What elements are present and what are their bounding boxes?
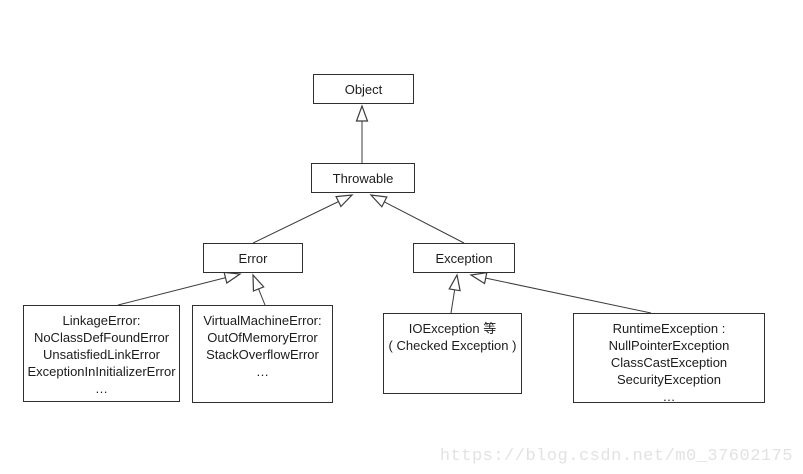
class-box-error: Error: [203, 243, 303, 273]
class-line: NoClassDefFoundError: [33, 330, 170, 345]
class-line: VirtualMachineError:: [203, 313, 322, 328]
class-line: ( Checked Exception ): [388, 338, 517, 353]
class-box-exception: Exception: [413, 243, 515, 273]
class-line: RuntimeException :: [612, 321, 726, 336]
class-line: StackOverflowError: [206, 347, 319, 362]
class-box-object: Object: [313, 74, 414, 104]
class-label-throwable: Throwable: [332, 170, 394, 186]
class-box-io-exception: IOException 等 ( Checked Exception ): [383, 313, 522, 394]
class-label-error: Error: [238, 250, 268, 266]
class-line: …: [256, 364, 269, 379]
csdn-watermark: https://blog.csdn.net/m0_37602175: [439, 447, 793, 466]
class-line: IOException 等: [408, 321, 497, 336]
class-line: ExceptionInInitializerError: [27, 364, 176, 379]
class-line: UnsatisfiedLinkError: [42, 347, 161, 362]
class-line: ClassCastException: [610, 355, 728, 370]
class-label-object: Object: [344, 81, 383, 97]
class-line: SecurityException: [616, 372, 722, 387]
class-box-throwable: Throwable: [311, 163, 415, 193]
class-box-runtime-exception: RuntimeException : NullPointerException …: [573, 313, 765, 404]
class-line: …: [95, 381, 108, 396]
class-line: NullPointerException: [608, 338, 730, 353]
class-box-virtual-machine-error: VirtualMachineError: OutOfMemoryError St…: [192, 305, 333, 403]
class-line: …: [662, 389, 676, 404]
class-box-linkage-error: LinkageError: NoClassDefFoundError Unsat…: [23, 305, 180, 402]
class-label-exception: Exception: [435, 250, 493, 266]
class-line: OutOfMemoryError: [207, 330, 318, 345]
class-line: LinkageError:: [62, 313, 141, 328]
